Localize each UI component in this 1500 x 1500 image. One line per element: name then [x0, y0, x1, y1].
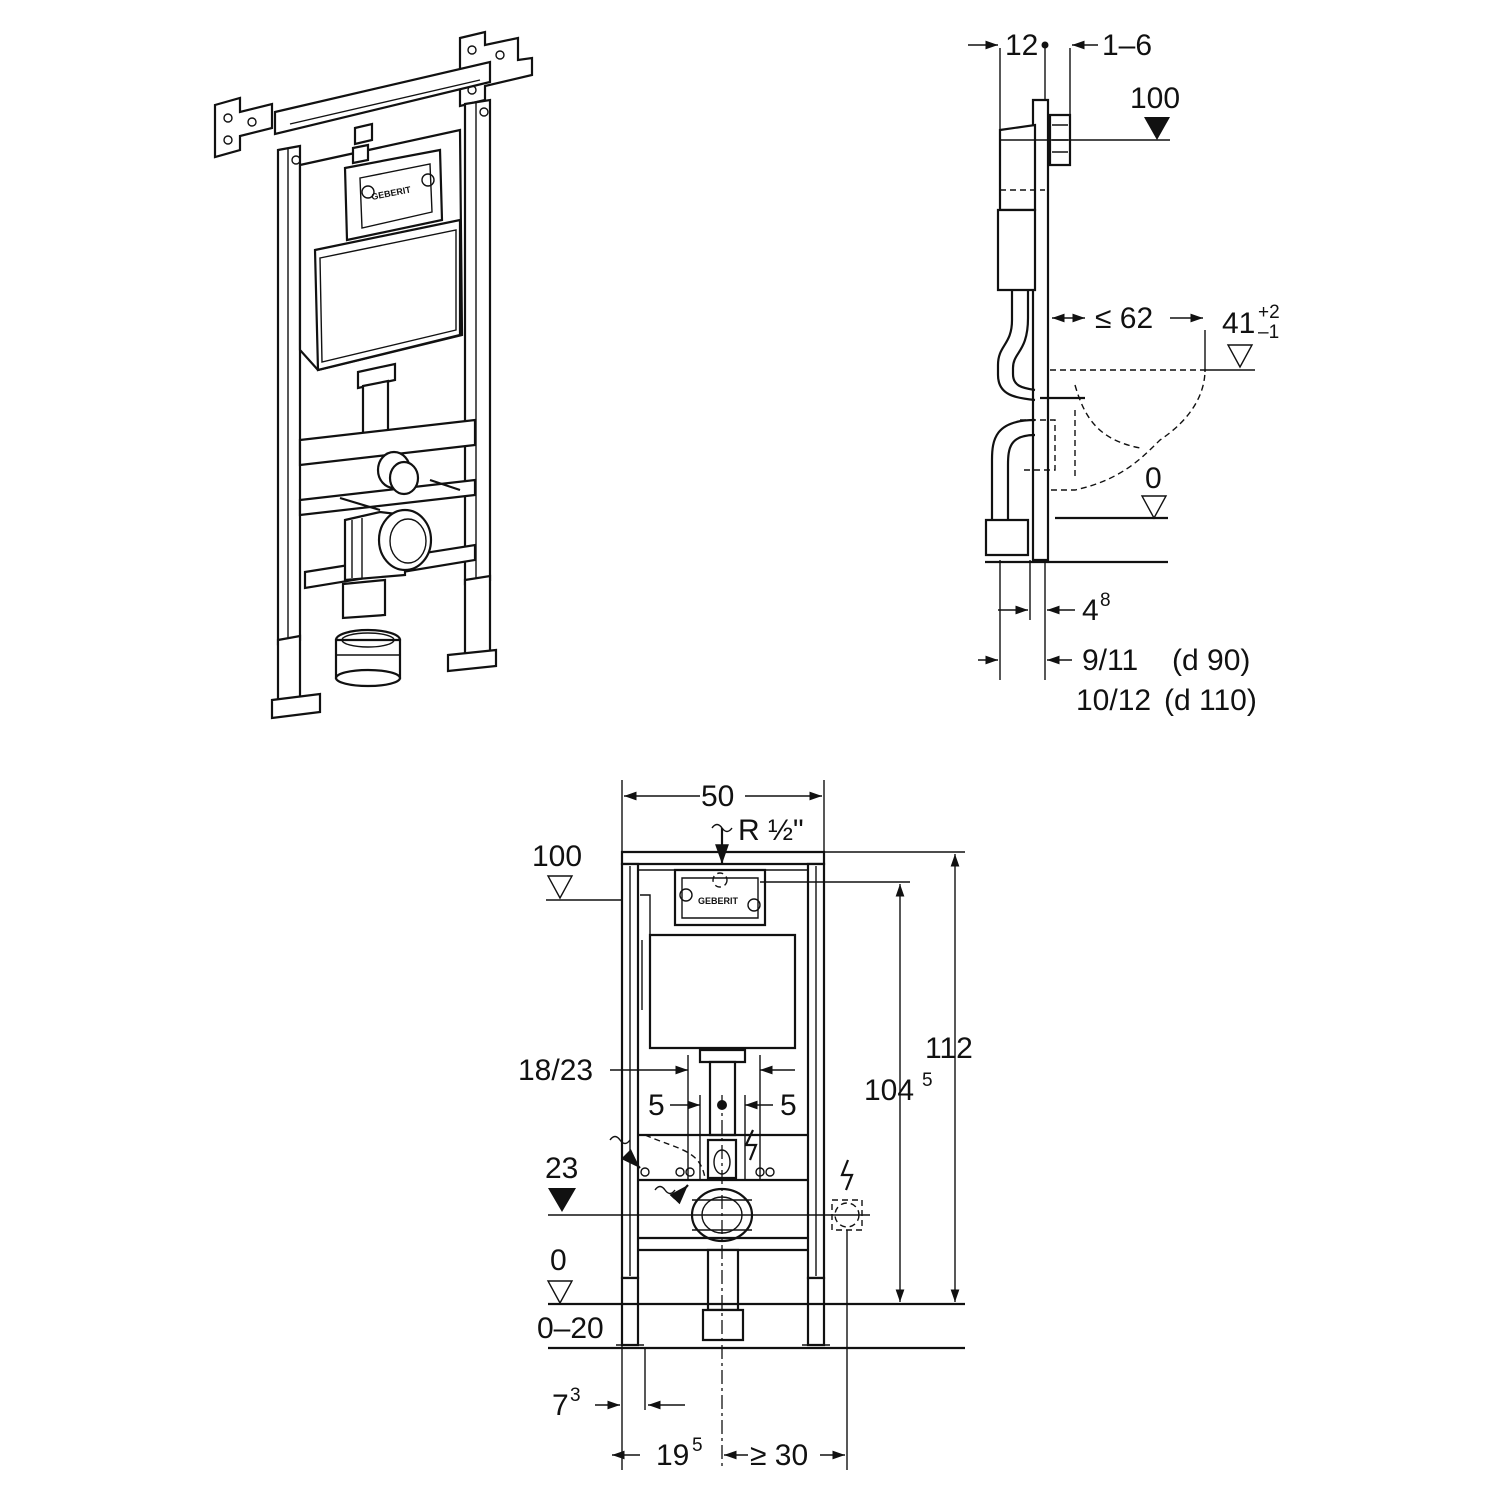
- front-dim-5-right: 5: [780, 1089, 797, 1122]
- front-electrical-box: [831, 1159, 863, 1231]
- side-flush-pipe: [996, 290, 1036, 402]
- front-level-100-marker: [546, 875, 574, 900]
- frame-upright-left: [270, 144, 322, 720]
- side-dim-1-6: 1–6: [1102, 29, 1152, 62]
- side-dim-4-8: 4: [1082, 594, 1099, 627]
- front-dim-0-20: 0–20: [537, 1312, 604, 1345]
- side-level-0: 0: [1145, 462, 1162, 495]
- wc-bowl-outline: [1050, 369, 1206, 491]
- side-cistern: [996, 208, 1037, 292]
- front-dim-7-3-sup: 3: [570, 1385, 581, 1406]
- side-drain-pipe: [990, 418, 1036, 525]
- side-dim-10-12: 10/12: [1076, 684, 1151, 717]
- front-dim-30: ≥ 30: [750, 1439, 808, 1472]
- front-dim-19-5-sup: 5: [692, 1435, 703, 1456]
- front-dim-7-3: 7: [552, 1389, 569, 1422]
- side-level-100-marker: [1144, 117, 1170, 140]
- front-dim-18-23: 18/23: [518, 1054, 593, 1087]
- side-label-d90: (d 90): [1172, 644, 1250, 677]
- front-view: GEBERIT: [518, 780, 973, 1472]
- flush-outlet-connector: [339, 450, 461, 512]
- side-dim-41-tol-minus: –1: [1258, 322, 1279, 343]
- front-cistern-panel: [648, 933, 797, 1050]
- side-dim-62: ≤ 62: [1095, 302, 1153, 335]
- side-view: 12 1–6 100 ≤ 62 41 +2 –1 0 4 8 9/11 (d 9…: [968, 29, 1280, 717]
- front-label-r-half: R ½": [738, 814, 804, 847]
- front-dim-104-5: 104: [864, 1074, 914, 1107]
- isometric-view: GEBERIT: [213, 30, 534, 720]
- mounting-bracket-left: [213, 96, 274, 159]
- side-label-d110: (d 110): [1164, 684, 1257, 717]
- front-dim-112: 112: [925, 1032, 973, 1065]
- front-dim-19-5: 19: [656, 1439, 689, 1472]
- cistern: GEBERIT: [298, 128, 464, 372]
- side-dim-12: 12: [1005, 29, 1038, 62]
- front-level-100: 100: [532, 840, 582, 873]
- front-dim-104-5-sup: 5: [922, 1070, 933, 1091]
- front-level-0: 0: [550, 1244, 567, 1277]
- top-rail: [273, 60, 492, 136]
- brand-logo-text: GEBERIT: [698, 896, 739, 906]
- front-level-23: 23: [545, 1152, 578, 1185]
- side-dim-41: 41: [1222, 307, 1255, 340]
- front-dim-5-left: 5: [648, 1089, 665, 1122]
- side-level-0-marker: [1140, 495, 1168, 520]
- side-level-100: 100: [1130, 82, 1180, 115]
- flush-plate-frame: [343, 148, 444, 242]
- front-flush-plate-frame: [673, 868, 767, 927]
- crossbar-upper: [298, 418, 477, 467]
- flush-pipe: [356, 362, 397, 447]
- front-dim-50: 50: [701, 780, 734, 813]
- pipe-socket: [334, 628, 402, 688]
- front-level-23-marker: [548, 1188, 576, 1212]
- side-dim-41-tol-plus: +2: [1258, 302, 1280, 323]
- side-dim-4-8-sup: 8: [1100, 590, 1111, 611]
- front-drain-pipe: [701, 1308, 745, 1342]
- side-frame: [1031, 98, 1050, 562]
- side-level-41-marker: [1226, 344, 1254, 369]
- side-dim-9-11: 9/11: [1082, 644, 1138, 677]
- drain-elbow: [341, 508, 433, 620]
- front-level-0-marker: [546, 1280, 574, 1305]
